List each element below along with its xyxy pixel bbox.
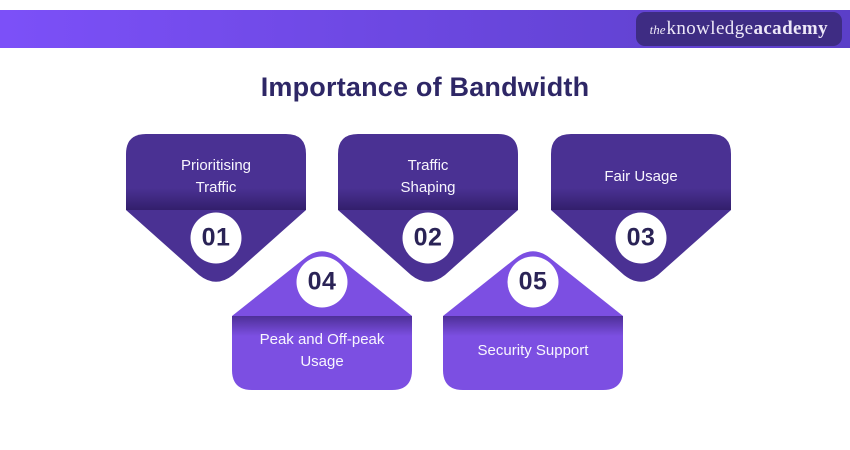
up-pointer-shape — [232, 251, 412, 390]
card-number-badge: 01 — [201, 223, 231, 252]
card-label-line1: Prioritising — [180, 157, 252, 174]
card-label: Prioritising Traffic — [132, 144, 300, 210]
logo-prefix: the — [649, 22, 666, 37]
card-label-line1: Peak and Off-peak — [259, 331, 385, 348]
card-number-badge: 02 — [413, 223, 443, 252]
card-label-line1: Traffic — [407, 157, 449, 174]
card-label: Peak and Off-peak Usage — [238, 320, 406, 382]
card-label-line1: Security Support — [477, 342, 589, 359]
card-security-support: Security Support 05 — [443, 250, 623, 390]
card-label-line2: Usage — [300, 353, 344, 370]
down-pointer-shape — [551, 134, 731, 282]
card-label: Fair Usage — [557, 144, 725, 210]
card-number-badge: 03 — [626, 223, 656, 252]
down-pointer-shape — [126, 134, 306, 282]
card-peak-offpeak-usage: Peak and Off-peak Usage 04 — [232, 250, 412, 390]
card-number-badge: 04 — [307, 267, 337, 296]
up-pointer-shape — [443, 251, 623, 390]
card-label-line2: Traffic — [195, 179, 237, 196]
card-label-line1: Fair Usage — [604, 168, 678, 185]
card-prioritising-traffic: Prioritising Traffic 01 — [126, 134, 306, 290]
card-label: Traffic Shaping — [344, 144, 512, 210]
down-pointer-shape — [338, 134, 518, 282]
card-number-badge: 05 — [518, 267, 548, 296]
page-title: Importance of Bandwidth — [260, 72, 590, 102]
card-traffic-shaping: Traffic Shaping 02 — [338, 134, 518, 290]
logo-word-academy: academy — [753, 18, 828, 39]
logo-word-knowledge: knowledge — [666, 18, 754, 39]
card-label-line2: Shaping — [400, 179, 456, 196]
card-label: Security Support — [449, 320, 617, 382]
card-fair-usage: Fair Usage 03 — [551, 134, 731, 290]
